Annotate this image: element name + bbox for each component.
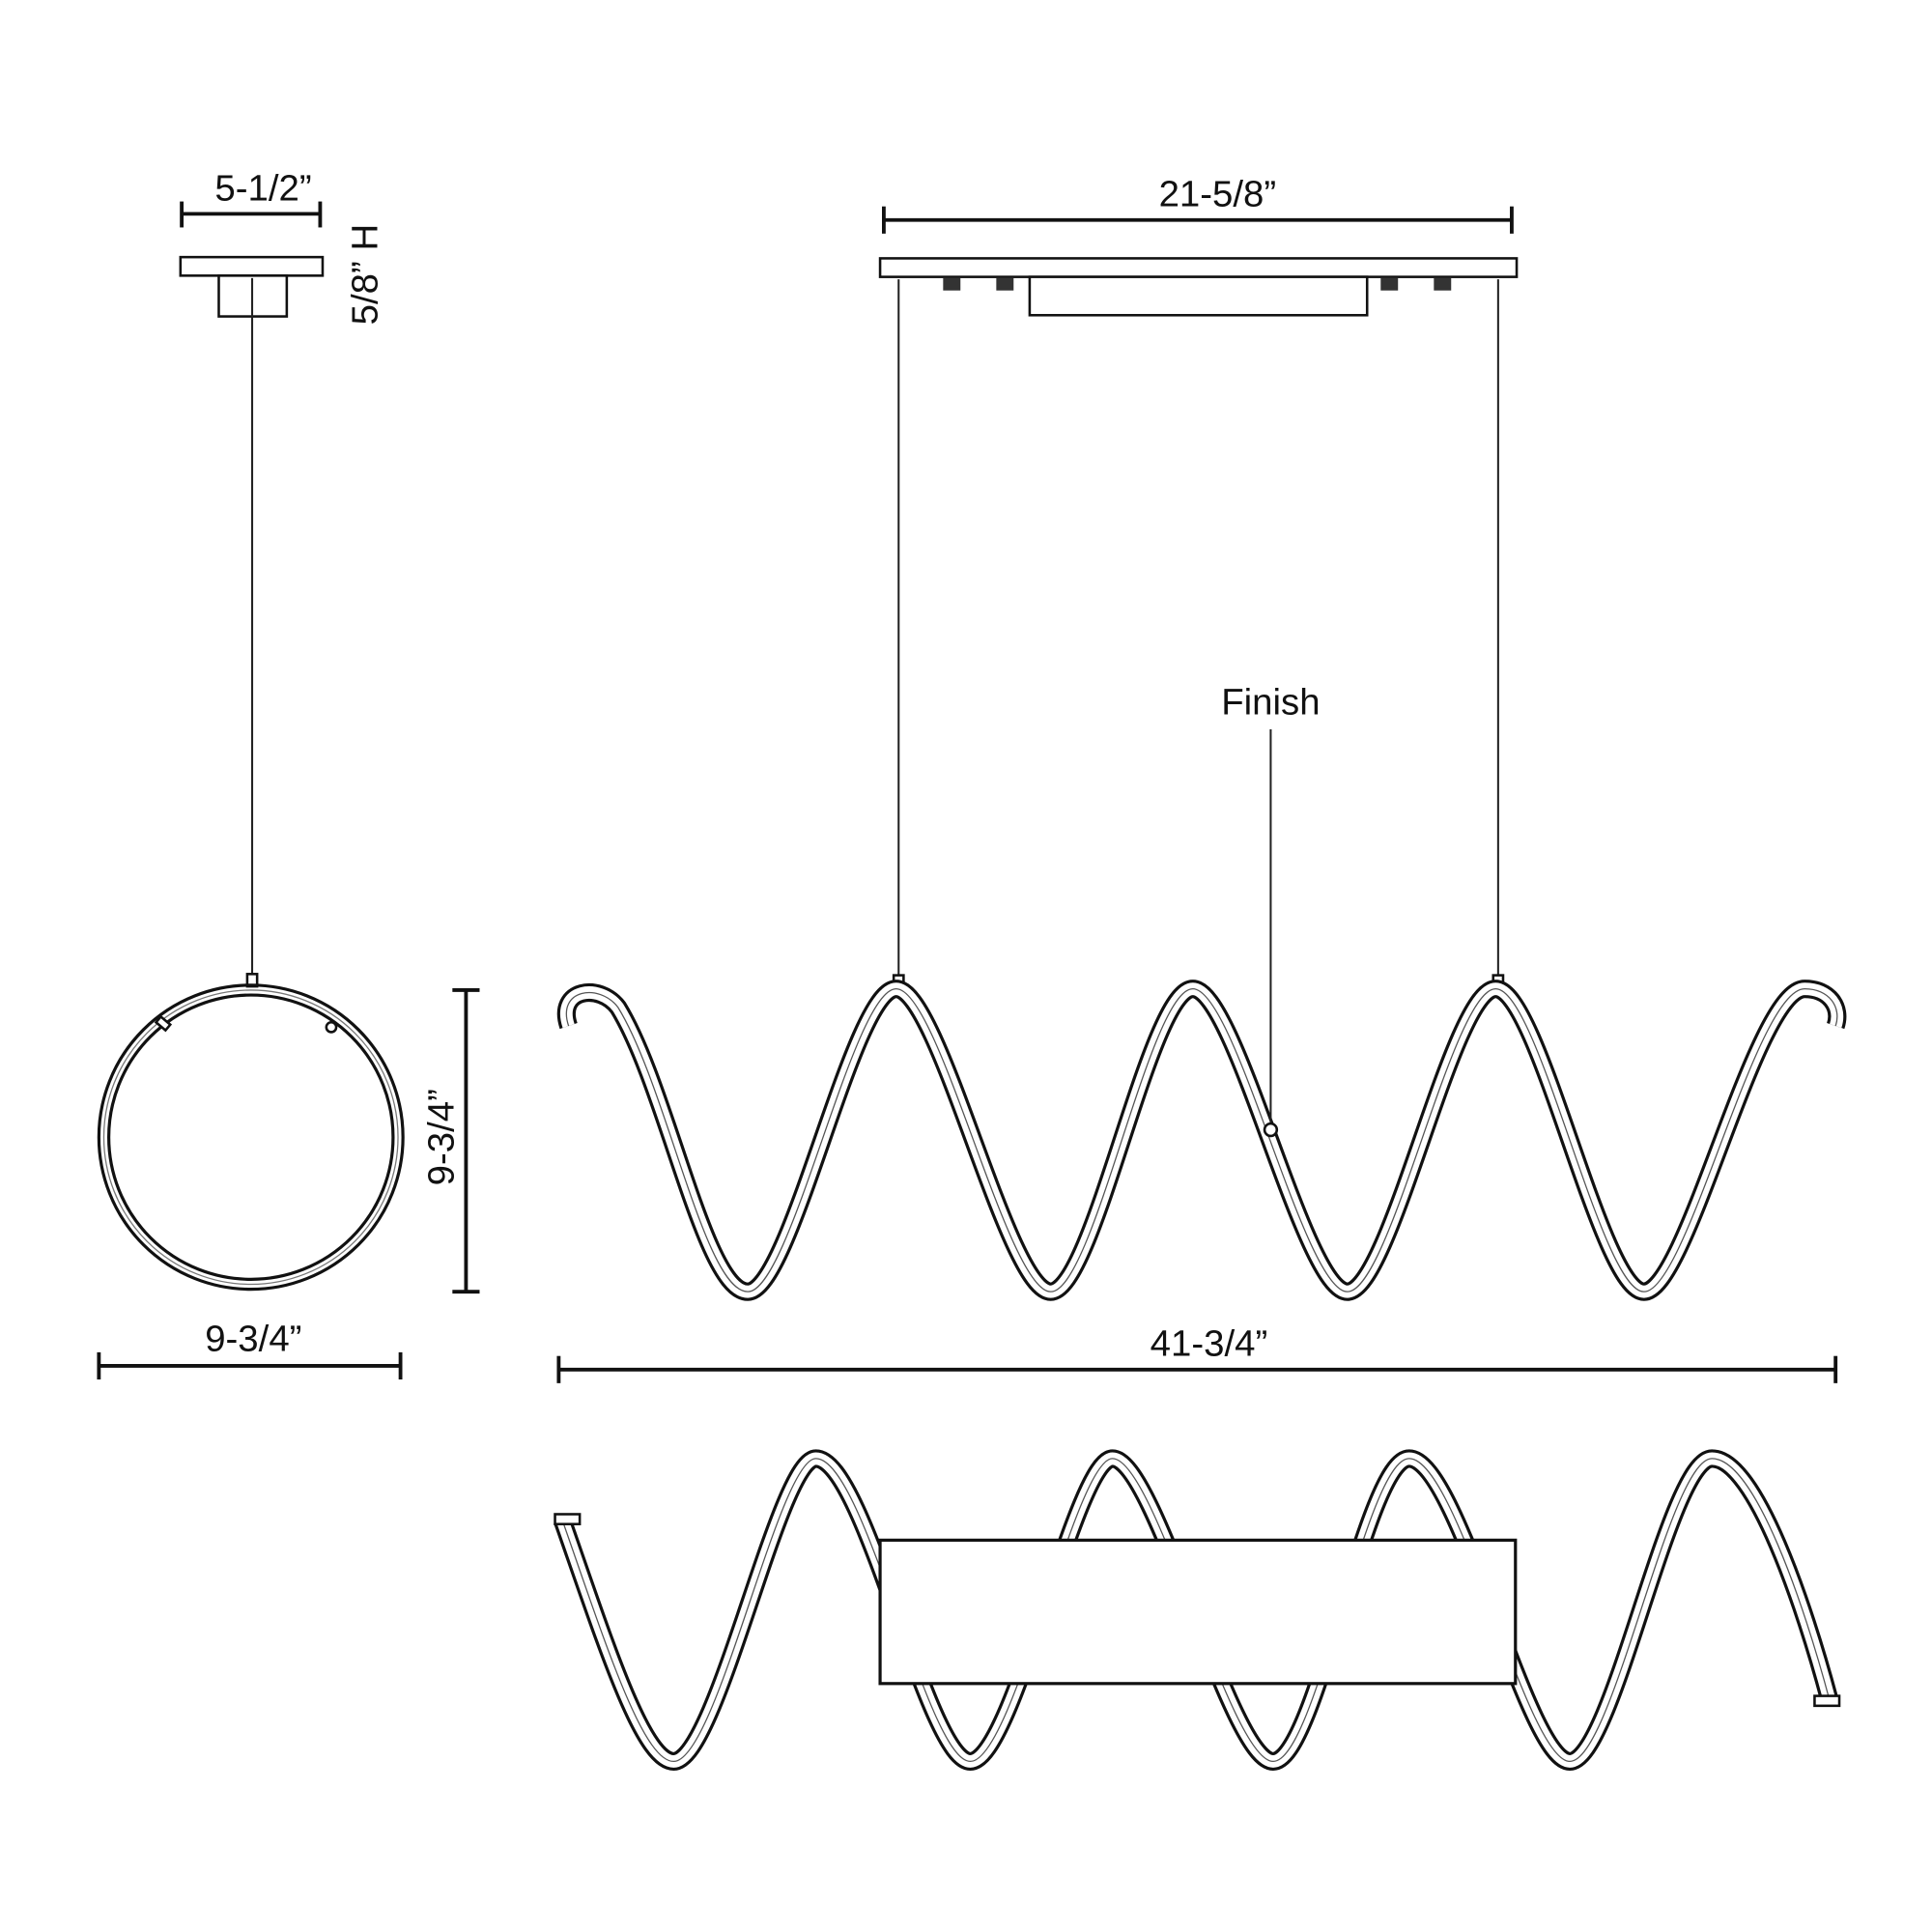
finish-label: Finish bbox=[1221, 682, 1320, 724]
ring bbox=[97, 983, 405, 1292]
overall-length-label: 41-3/4” bbox=[1151, 1323, 1268, 1365]
canopy-height-label: 5/8” H bbox=[344, 224, 385, 326]
dim-fixture-height: 9-3/4” bbox=[421, 988, 480, 1294]
spiral-ribbon-front bbox=[556, 980, 1847, 1301]
canopy-plate bbox=[179, 255, 325, 277]
dim-canopy-length: 21-5/8” bbox=[881, 174, 1514, 234]
canopy-top-view bbox=[878, 1538, 1518, 1686]
finish-callout: Finish bbox=[1221, 682, 1321, 1138]
canopy-plate-long bbox=[878, 257, 1519, 278]
canopy-width-label: 5-1/2” bbox=[214, 167, 311, 209]
mounting-screws bbox=[943, 277, 1452, 291]
dim-canopy-width: 5-1/2” bbox=[180, 167, 323, 228]
canopy-length-label: 21-5/8” bbox=[1159, 174, 1277, 215]
driver-box bbox=[1028, 275, 1369, 317]
top-view bbox=[554, 1449, 1841, 1772]
front-view: 21-5/8” Finish 41-3/4” bbox=[556, 174, 1847, 1383]
side-view: 5-1/2” 5/8” H 9-3/4” 9-3/4” bbox=[97, 167, 480, 1380]
dim-ring-width: 9-3/4” bbox=[97, 1319, 403, 1380]
ring-width-label: 9-3/4” bbox=[205, 1319, 301, 1360]
fixture-height-label: 9-3/4” bbox=[421, 1089, 463, 1185]
dim-overall-length: 41-3/4” bbox=[556, 1323, 1838, 1383]
